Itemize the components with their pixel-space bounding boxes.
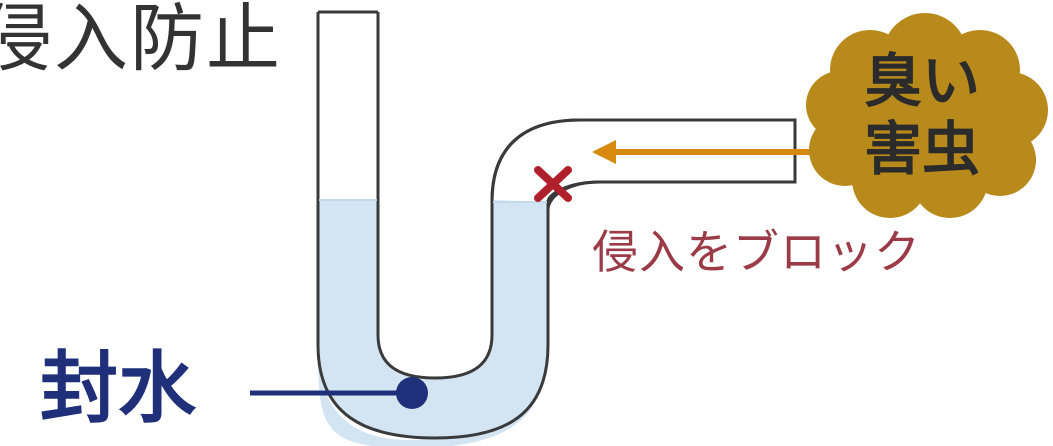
trap-pipe-inner [376,12,494,380]
dot-pointer-icon [396,377,428,409]
page-title: 侵入防止 [0,0,282,82]
seal-water-label: 封水 [40,344,197,434]
cloud-label-odor: 臭い [864,47,981,115]
seal-water-fill [318,200,548,438]
left-arrow-icon [592,140,616,164]
cloud-icon [806,13,1048,218]
outlet-bend-fill [494,122,793,202]
x-cross-icon [534,166,572,202]
block-label: 侵入をブロック [592,225,921,279]
cloud-label-pests: 害虫 [864,115,981,183]
